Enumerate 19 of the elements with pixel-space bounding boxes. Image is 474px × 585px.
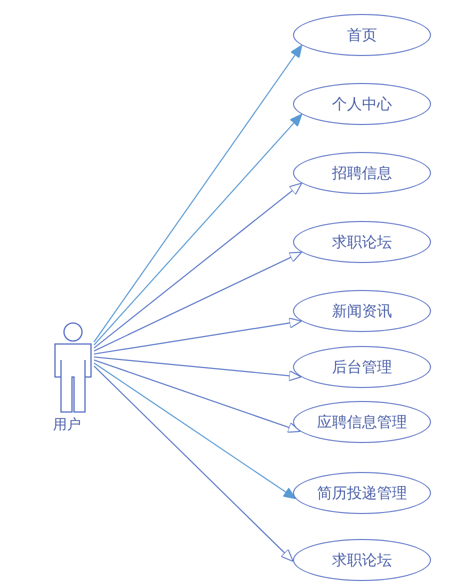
- use-case-ellipse: 应聘信息管理: [293, 401, 431, 443]
- arrow: [94, 356, 302, 382]
- use-case-ellipse: 首页: [293, 14, 431, 56]
- arrow: [94, 44, 302, 342]
- use-case-ellipse: 后台管理: [293, 346, 431, 388]
- actor-label: 用户: [53, 416, 81, 434]
- use-case-ellipse: 求职论坛: [293, 221, 431, 263]
- arrow: [94, 182, 302, 348]
- use-case-ellipse: 简历投递管理: [293, 472, 431, 514]
- arrow: [94, 359, 301, 433]
- use-case-ellipse: 新闻资讯: [293, 290, 431, 332]
- arrow: [94, 114, 302, 346]
- use-case-ellipse: 招聘信息: [293, 152, 431, 194]
- arrow: [94, 318, 302, 355]
- arrow: [94, 366, 294, 562]
- arrow: [94, 252, 302, 352]
- use-case-ellipse: 个人中心: [293, 83, 431, 125]
- use-case-ellipse: 求职论坛: [293, 539, 431, 581]
- arrow: [94, 362, 296, 500]
